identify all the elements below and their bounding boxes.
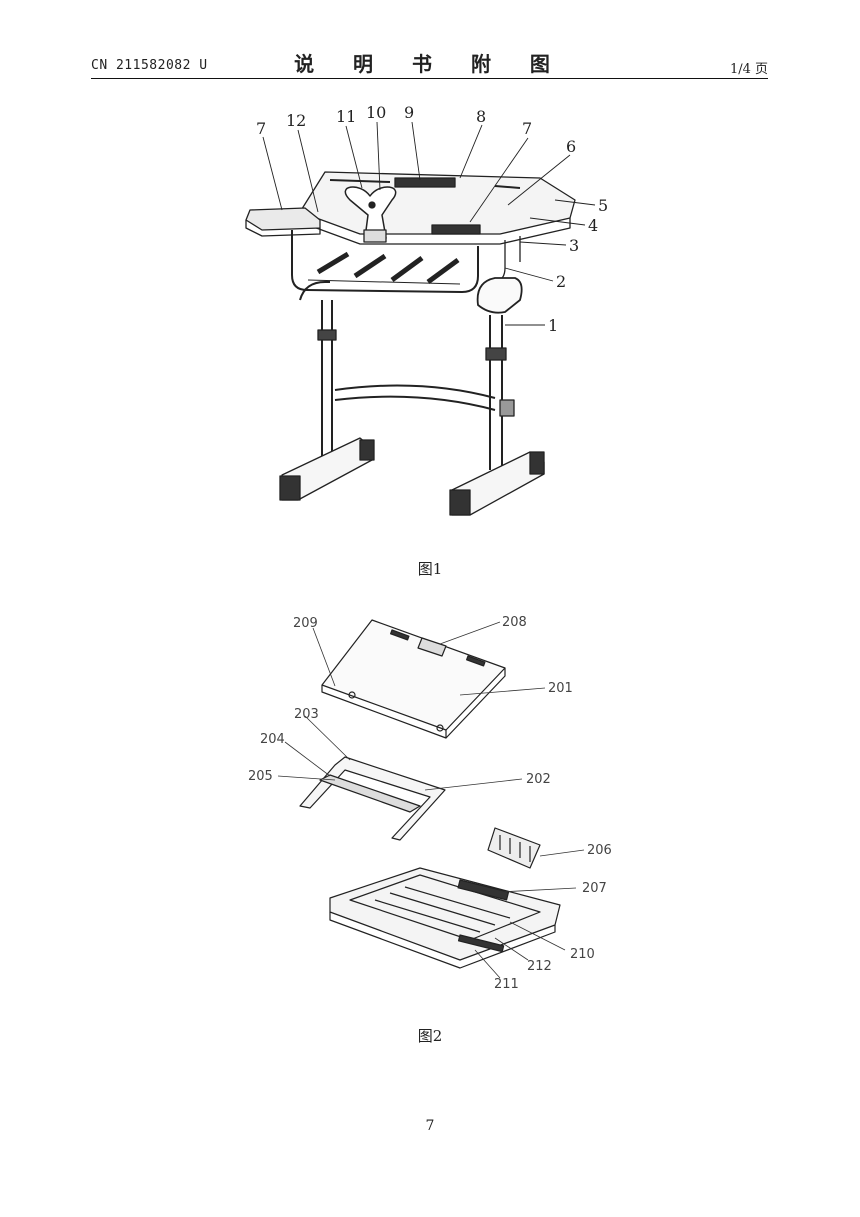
fig2-label: 208 xyxy=(502,615,527,630)
fig2-label: 212 xyxy=(527,959,552,974)
fig1-label: 12 xyxy=(286,111,306,130)
fig2-label: 207 xyxy=(582,881,607,896)
fig2-label: 210 xyxy=(570,947,595,962)
fig1-label: 10 xyxy=(366,103,386,122)
fig1-label: 7 xyxy=(256,119,266,138)
header-divider xyxy=(91,78,768,79)
fig1-label: 6 xyxy=(566,137,576,156)
fig2-label: 201 xyxy=(548,681,573,696)
fig1-label: 9 xyxy=(404,103,414,122)
fig1-label: 1 xyxy=(548,316,558,335)
fig2-label: 209 xyxy=(293,616,318,631)
figure-2-drawing: 209 208 201 203 204 205 202 206 207 210 … xyxy=(248,615,612,992)
figure-1-caption: 图1 xyxy=(417,560,443,578)
figure-2-caption: 图2 xyxy=(417,1027,443,1045)
fig1-label: 8 xyxy=(476,107,486,126)
fig1-label: 5 xyxy=(598,196,608,215)
fig1-label: 2 xyxy=(556,272,566,291)
fig2-label: 206 xyxy=(587,843,612,858)
fig1-label: 11 xyxy=(336,107,356,126)
fig1-label: 4 xyxy=(588,216,598,235)
fig2-label: 202 xyxy=(526,772,551,787)
figure-1-drawing: 7 12 11 10 9 8 7 6 5 4 3 2 1 xyxy=(245,103,608,516)
page-number: 7 xyxy=(425,1118,435,1134)
fig1-label: 3 xyxy=(569,236,579,255)
page-title: 说 明 书 附 图 xyxy=(294,52,566,76)
fig2-label: 204 xyxy=(260,732,285,747)
patent-number: CN 211582082 U xyxy=(91,58,208,73)
page-reference: 1/4 页 xyxy=(729,62,768,77)
fig2-label: 205 xyxy=(248,769,273,784)
fig2-label: 211 xyxy=(494,977,519,992)
fig2-label: 203 xyxy=(294,707,319,722)
fig1-label: 7 xyxy=(522,119,532,138)
